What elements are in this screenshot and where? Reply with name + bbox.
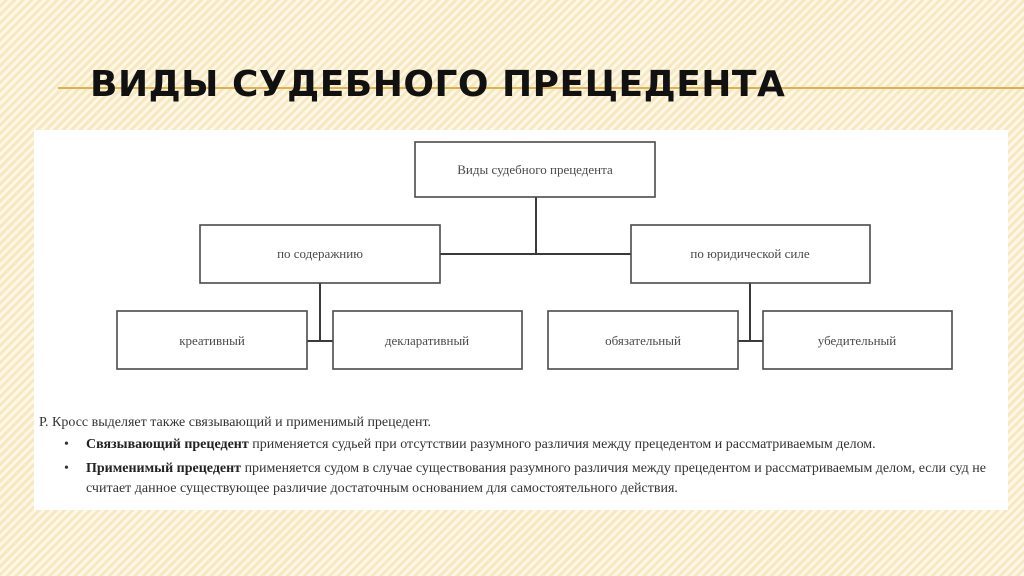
precedent-tree-diagram: Виды судебного прецедента по содеражнию … (116, 141, 953, 370)
node-leaf-binding: обязательный (547, 310, 739, 370)
definition-binding-precedent: применяется судьей при отсутствии разумн… (248, 437, 876, 452)
term-binding-precedent: Связывающий прецедент (86, 437, 249, 452)
node-leaf-creative: креативный (116, 310, 308, 370)
node-root: Виды судебного прецедента (414, 141, 656, 198)
node-branch-content: по содеражнию (199, 224, 441, 284)
node-leaf-persuasive-label: убедительный (818, 333, 897, 348)
bullet-icon: • (64, 437, 69, 452)
notes-intro: Р. Кросс выделяет также связывающий и пр… (39, 415, 432, 430)
notes-list: • Связывающий прецедент применяется судь… (39, 435, 999, 499)
node-branch-legal-force: по юридической силе (630, 224, 871, 284)
title-underline (58, 87, 1024, 89)
node-leaf-declarative: декларативный (332, 310, 523, 370)
node-leaf-persuasive: убедительный (762, 310, 953, 370)
content-panel: Виды судебного прецедента по содеражнию … (34, 130, 1008, 510)
term-applicable-precedent: Применимый прецедент (86, 461, 242, 476)
bullet-icon: • (64, 461, 69, 476)
notes-section: Р. Кросс выделяет также связывающий и пр… (39, 413, 999, 503)
definition-applicable-precedent: применяется судом в случае существования… (86, 461, 986, 496)
node-branch-content-label: по содеражнию (277, 246, 363, 261)
node-leaf-creative-label: креативный (179, 333, 245, 348)
list-item: • Связывающий прецедент применяется судь… (39, 435, 999, 455)
node-branch-legal-force-label: по юридической силе (690, 246, 809, 261)
node-leaf-declarative-label: декларативный (385, 333, 469, 348)
list-item: • Применимый прецедент применяется судом… (39, 459, 999, 499)
slide-title: ВИДЫ СУДЕБНОГО ПРЕЦЕДЕНТА (90, 64, 786, 105)
node-leaf-binding-label: обязательный (605, 333, 681, 348)
node-root-label: Виды судебного прецедента (457, 162, 613, 177)
